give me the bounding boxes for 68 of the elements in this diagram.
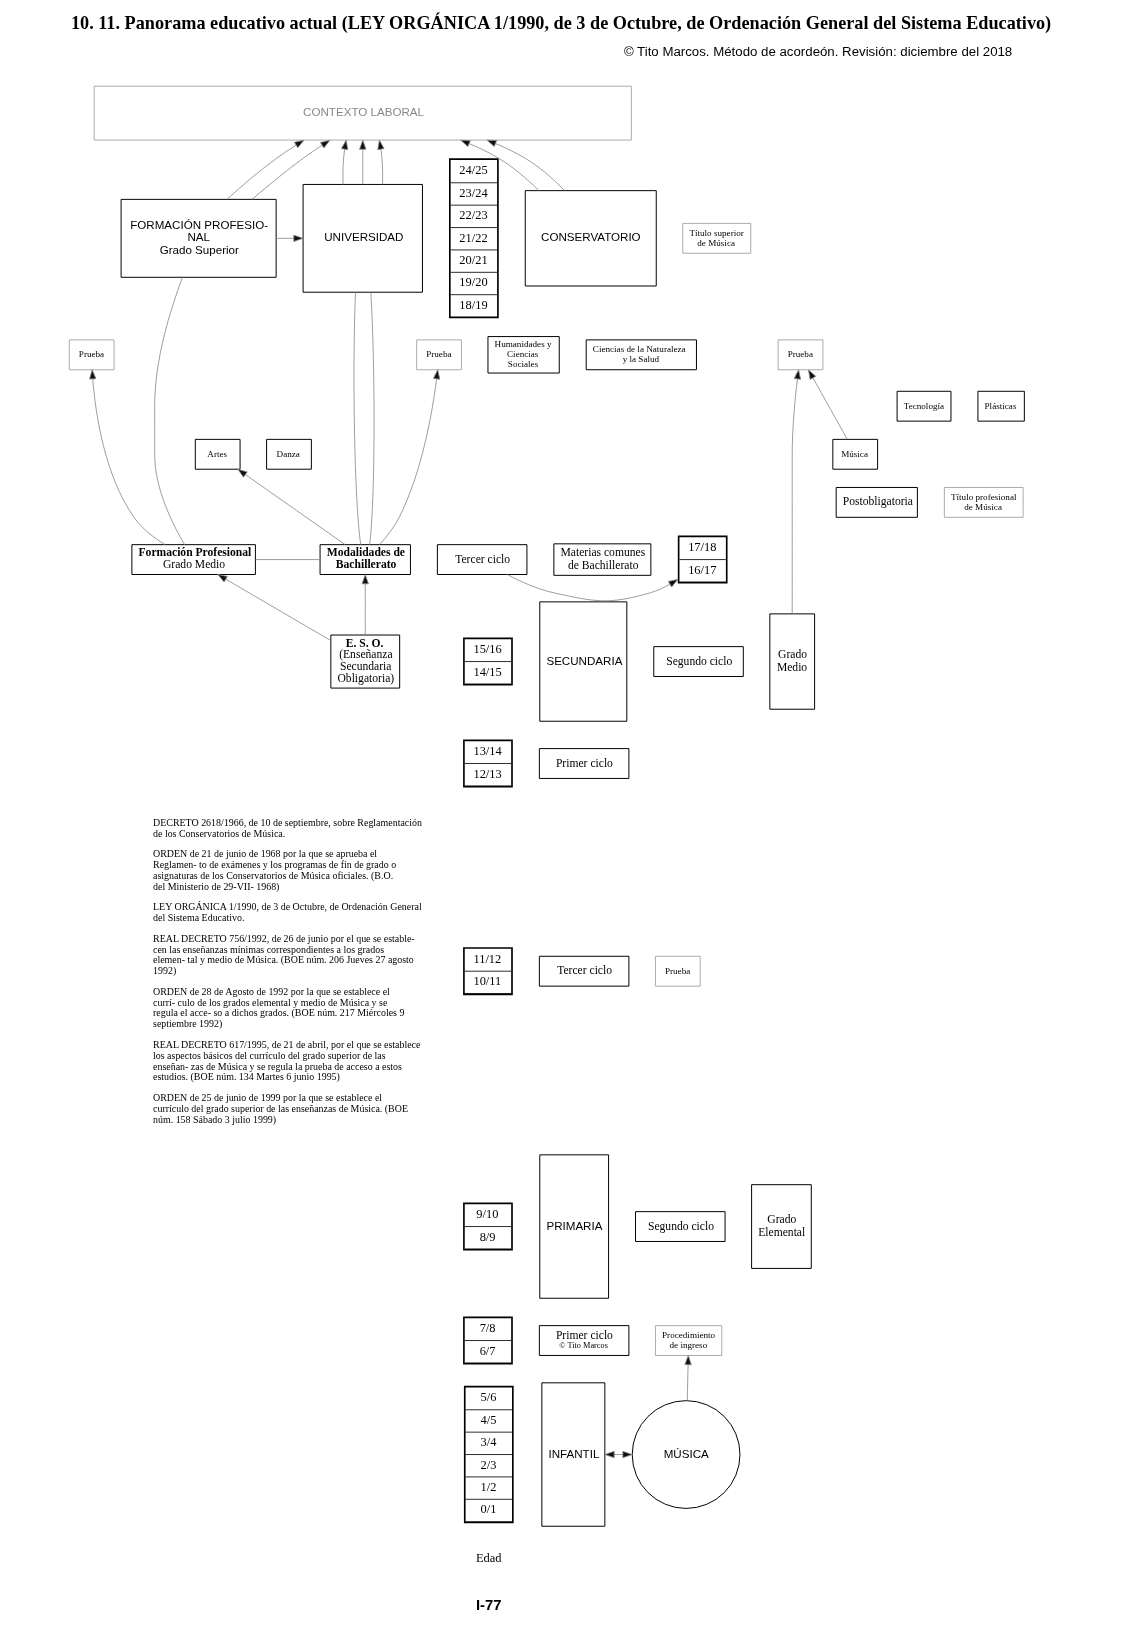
arrow: [791, 369, 801, 615]
node-box: Prueba: [68, 339, 115, 371]
arrow: [89, 369, 166, 545]
arrow: [506, 574, 679, 602]
node-box: Humanidades y Ciencias Sociales: [487, 336, 560, 374]
arrow: [359, 139, 367, 185]
node-box: Música: [832, 438, 879, 470]
arrow: [377, 139, 385, 185]
node-box: Formación Profesional Grado Medio: [131, 544, 256, 575]
arrow: [486, 139, 565, 191]
node-box: Grado Medio: [769, 613, 816, 710]
node-box: Título profesional de Música: [943, 486, 1024, 518]
label: REAL DECRETO 756/1992, de 26 de junio por el que se estable- cen las enseñanzas mínimas correspondientes a los grados elemen- tal y medio de Música. (BOE núm. 206 Jueves 27 agosto 1992): [153, 932, 415, 977]
node-box: Danza: [266, 438, 312, 470]
node-box: SECUNDARIA: [539, 601, 628, 722]
label: ORDEN de 25 de junio de 1999 por la que se establece el currículo del grado superior de las enseñanzas de Música. (BOE núm. 158 Sábado 3 julio 1999): [153, 1092, 409, 1125]
node-box: Plásticas: [977, 390, 1025, 422]
node-box: UNIVERSIDAD: [302, 183, 423, 293]
node-box: Segundo ciclo: [653, 646, 744, 677]
node-circle: MÚSICA: [631, 1400, 741, 1509]
connector: [369, 292, 375, 546]
node-box: Modalidades de Bachillerato: [319, 544, 411, 575]
node-box: E. S. O. (Enseñanza Secundaria Obligatoria): [330, 634, 401, 689]
arrow: [684, 1355, 692, 1401]
node-box: FORMACIÓN PROFESIO- NAL Grado Superior: [120, 198, 277, 278]
node-box: CONTEXTO LABORAL: [93, 85, 632, 141]
connector: [255, 559, 321, 560]
node-box: Materias comunes de Bachillerato: [553, 543, 652, 576]
label: DECRETO 2618/1966, de 10 de septiembre, sobre Reglamentación de los Conservatorios de Música.: [153, 816, 422, 839]
node-box: Prueba: [777, 339, 824, 371]
node-box: INFANTIL: [541, 1382, 606, 1527]
label: ORDEN de 21 de junio de 1968 por la que se aprueba el Reglamen- to de exámenes y los programas de fin de grado o asignaturas de los Conservatorios de Música oficiales. (B.O. del Ministerio de 29-VII- 1968): [153, 848, 397, 892]
arrow: [361, 574, 369, 636]
arrow: [275, 234, 304, 242]
arrow: [460, 139, 540, 192]
arrow: [251, 139, 331, 200]
node-box: CONSERVATORIO: [524, 190, 657, 287]
node-box: Segundo ciclo: [635, 1211, 726, 1242]
arrow: [237, 468, 346, 545]
arrow: [341, 139, 349, 185]
arrow: [808, 369, 848, 440]
node-box: Postobligatoria: [835, 486, 918, 518]
connector: [353, 292, 362, 546]
node-box: Primer ciclo: [538, 748, 630, 779]
node-box: Artes: [194, 438, 241, 470]
node-box: PRIMARIA: [539, 1154, 610, 1299]
label: LEY ORGÁNICA 1/1990, de 3 de Octubre, de Ordenación General del Sistema Educativo.: [153, 901, 422, 924]
label: I-77: [475, 1596, 502, 1614]
arrow: [226, 139, 305, 200]
node-box: Ciencias de la Naturaleza y la Salud: [585, 339, 697, 371]
node-box: Prueba: [416, 339, 462, 371]
node-box: Tecnología: [896, 390, 952, 422]
node-box: Tercer ciclo: [436, 544, 528, 575]
node-box: Primer ciclo © Tito Marcos: [538, 1325, 630, 1356]
label: © Tito Marcos. Método de acordeón. Revisión: diciembre del 2018: [623, 44, 1013, 60]
node-box: Prueba: [654, 955, 701, 987]
arrow: [217, 574, 331, 641]
label: REAL DECRETO 617/1995, de 21 de abril, por el que se establece los aspectos básicos del currículo del grado superior de las enseñan- zas de Música y se regula la prueba de acceso a estos estudios. (BOE núm. 134 Martes 6 junio 1995): [153, 1038, 421, 1083]
label: ORDEN de 28 de Agosto de 1992 por la que se establece el currí- culo de los grados elemental y medio de Música y se regula el acce- so a dichos grados. (BOE núm. 217 Miércoles 9 septiembre 1992): [153, 985, 405, 1030]
label: Edad: [476, 1551, 502, 1566]
node-box: Tercer ciclo: [538, 955, 630, 987]
arrow: [379, 369, 441, 545]
diagram-title: 10. 11. Panorama educativo actual (LEY ORGÁNICA 1/1990, de 3 de Octubre, de Ordenación General del Sistema Educativo): [70, 12, 1052, 33]
node-box: Grado Elemental: [751, 1184, 812, 1269]
connector: [154, 276, 186, 546]
node-box: Título superior de Música: [682, 222, 752, 254]
arrow: [604, 1450, 633, 1459]
node-box: Procedimiento de ingreso: [654, 1325, 723, 1356]
